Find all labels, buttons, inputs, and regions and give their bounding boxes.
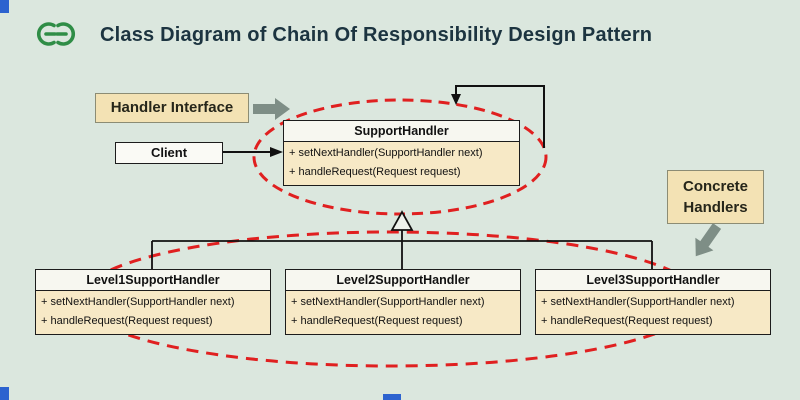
class-method: + setNextHandler(SupportHandler next) (289, 147, 483, 159)
handler-interface-label: Handler Interface (95, 93, 249, 123)
blue-accent-bottom-middle (383, 394, 401, 400)
class-box-supporthandler: SupportHandler + setNextHandler(SupportH… (283, 120, 520, 186)
class-method: + handleRequest(Request request) (289, 166, 461, 178)
class-name: Level1SupportHandler (36, 270, 270, 291)
class-box-level2supporthandler: Level2SupportHandler + setNextHandler(Su… (285, 269, 521, 335)
concrete-handlers-arrow-icon (695, 223, 722, 257)
class-name: Level3SupportHandler (536, 270, 770, 291)
inheritance-triangle-icon (390, 210, 414, 231)
blue-accent-top-left (0, 0, 9, 13)
class-method: + handleRequest(Request request) (291, 315, 463, 327)
class-method: + setNextHandler(SupportHandler next) (541, 296, 735, 308)
geeksforgeeks-logo-icon (37, 22, 75, 46)
class-method: + setNextHandler(SupportHandler next) (291, 296, 485, 308)
class-name: Level2SupportHandler (286, 270, 520, 291)
class-method: + setNextHandler(SupportHandler next) (41, 296, 235, 308)
class-method: + handleRequest(Request request) (41, 315, 213, 327)
blue-accent-bottom-left (0, 387, 9, 400)
concrete-handlers-label: Concrete Handlers (667, 170, 764, 224)
class-box-level3supporthandler: Level3SupportHandler + setNextHandler(Su… (535, 269, 771, 335)
class-name: SupportHandler (284, 121, 519, 142)
concrete-handlers-label-line2: Handlers (683, 199, 748, 216)
client-association-arrow (223, 147, 283, 157)
page-title: Class Diagram of Chain Of Responsibility… (100, 24, 653, 46)
handler-interface-arrow-icon (253, 98, 290, 120)
class-box-level1supporthandler: Level1SupportHandler + setNextHandler(Su… (35, 269, 271, 335)
inheritance-connector (151, 230, 653, 269)
class-method: + handleRequest(Request request) (541, 315, 713, 327)
concrete-handlers-label-line1: Concrete (682, 178, 749, 195)
class-box-client: Client (115, 142, 223, 164)
self-association-loop (451, 85, 545, 148)
self-association-arrowhead (451, 94, 461, 105)
